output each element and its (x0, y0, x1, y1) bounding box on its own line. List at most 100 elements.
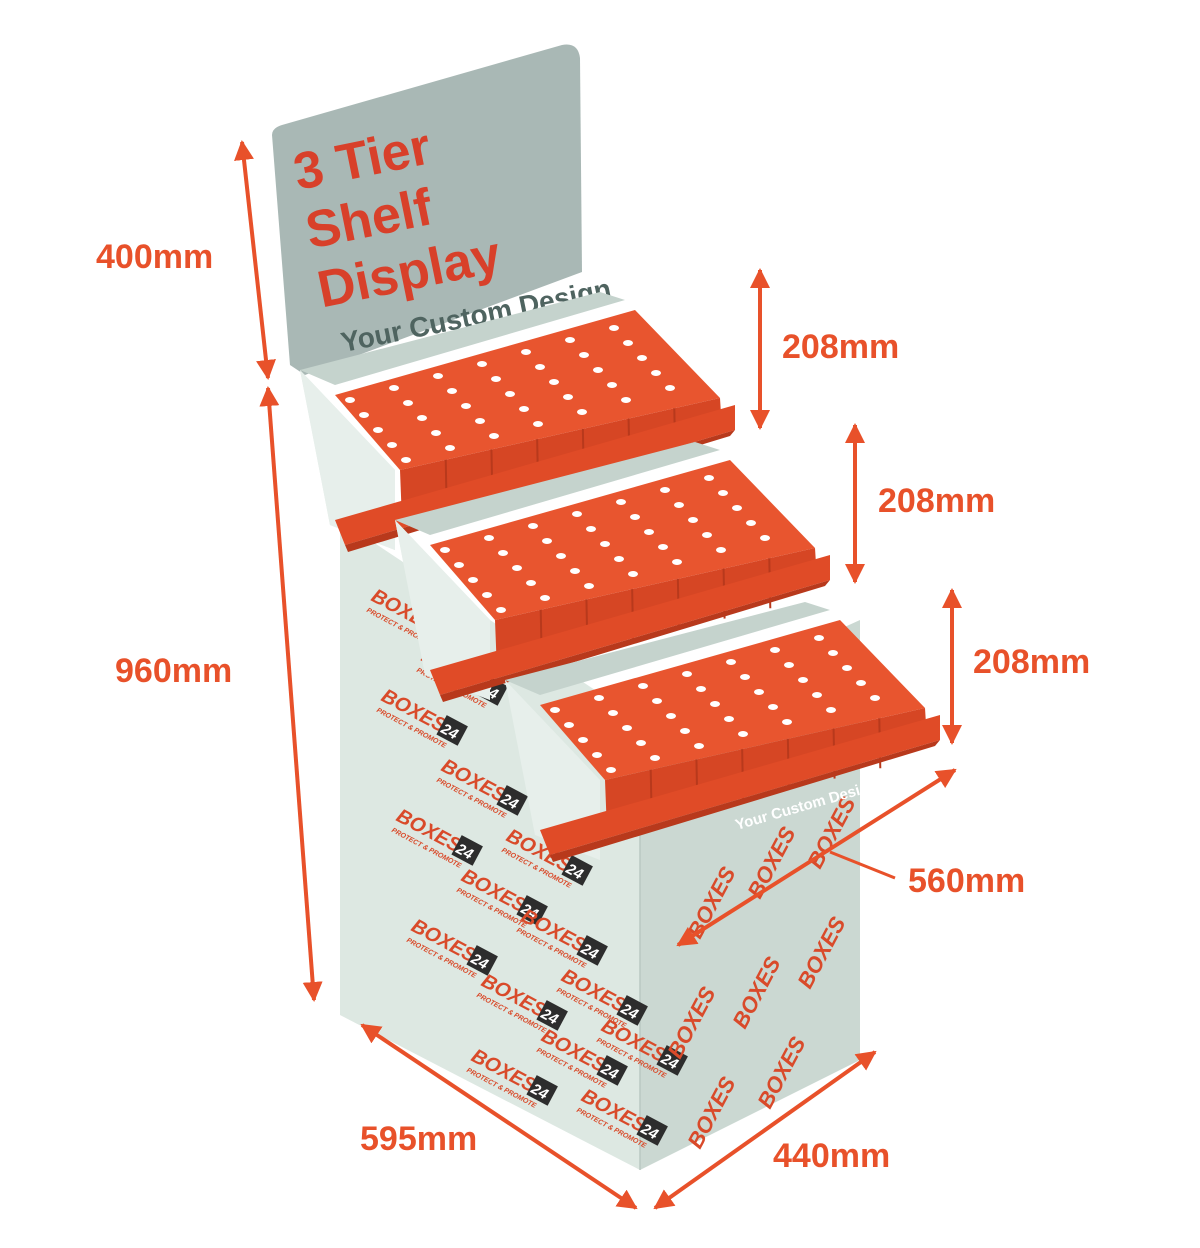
dim-label-header-height: 400mm (96, 238, 213, 276)
product-cap (468, 577, 478, 583)
tray-back-lip (300, 292, 625, 385)
product-cap (760, 535, 770, 541)
product-cap (726, 659, 736, 665)
product-cap (638, 683, 648, 689)
product-cap (540, 595, 550, 601)
product-cap (688, 517, 698, 523)
product-cap (578, 737, 588, 743)
product-cap (782, 719, 792, 725)
product-cap (732, 505, 742, 511)
product-cap (842, 665, 852, 671)
product-cap (550, 707, 560, 713)
brand-logo-box (436, 715, 468, 746)
dim-label-base-width: 595mm (360, 1120, 477, 1158)
product-cap (606, 767, 616, 773)
brand-logo-number: 24 (617, 1000, 641, 1024)
product-cap (521, 349, 531, 355)
brand-logo-number: 24 (452, 840, 476, 864)
dimension-lines (234, 140, 962, 1210)
product-cap (373, 427, 383, 433)
product-cap (565, 337, 575, 343)
product-cap (770, 647, 780, 653)
product-cap (710, 701, 720, 707)
product-cap (665, 385, 675, 391)
product-cap (359, 412, 369, 418)
brand-logo-box (496, 785, 528, 816)
brand-logo-box (616, 995, 648, 1026)
product-cap (651, 370, 661, 376)
dim-label-tray-depth: 560mm (908, 862, 1025, 900)
product-cap (584, 583, 594, 589)
tray-back-lip (395, 442, 720, 535)
product-cap (724, 716, 734, 722)
product-cap (586, 526, 596, 532)
product-cap (702, 532, 712, 538)
brand-logo-number: 24 (437, 720, 461, 744)
product-cap (716, 547, 726, 553)
brand-logo-number: 24 (517, 900, 541, 924)
product-cap (519, 406, 529, 412)
brand-logo-number: 24 (467, 950, 491, 974)
product-cap (482, 592, 492, 598)
tray-product-top (335, 310, 720, 470)
product-cap (570, 568, 580, 574)
product-cap (498, 550, 508, 556)
header-board: 3 Tier Shelf Display Your Custom Design (272, 44, 614, 376)
product-cap (768, 704, 778, 710)
product-cap (682, 671, 692, 677)
product-cap (652, 698, 662, 704)
product-cap (533, 421, 543, 427)
product-cap (401, 457, 411, 463)
dim-label-base-height: 960mm (115, 652, 232, 690)
product-cap (636, 740, 646, 746)
dim-line-base-height (259, 386, 323, 1002)
product-cap (630, 514, 640, 520)
product-cap (387, 442, 397, 448)
product-cap (475, 418, 485, 424)
product-cap (542, 538, 552, 544)
brand-logo-box (536, 1000, 568, 1031)
product-cap (461, 403, 471, 409)
dim-label-base-depth: 440mm (773, 1137, 890, 1175)
product-cap (856, 680, 866, 686)
product-cap (666, 713, 676, 719)
product-cap (549, 379, 559, 385)
tray-front-lip-edge (440, 580, 830, 702)
product-cap (622, 725, 632, 731)
product-cap (628, 571, 638, 577)
product-cap (718, 490, 728, 496)
product-cap (621, 397, 631, 403)
product-cap (593, 367, 603, 373)
product-cap (616, 499, 626, 505)
product-cap (812, 692, 822, 698)
product-cap (512, 565, 522, 571)
product-cap (496, 607, 506, 613)
tray-side-face (505, 680, 600, 860)
dim-line-header-height (234, 140, 276, 380)
product-cap (431, 430, 441, 436)
product-cap (694, 743, 704, 749)
brand-logo-box (516, 895, 548, 926)
dimension-labels: 400mm 960mm 208mm 208mm 208mm 560mm 595m… (96, 238, 1090, 1175)
dim-label-tier-3: 208mm (973, 643, 1090, 681)
brand-logo-number: 24 (577, 940, 601, 964)
product-cap (535, 364, 545, 370)
brand-logo-number: 24 (562, 860, 586, 884)
product-cap (556, 553, 566, 559)
product-cap (563, 394, 573, 400)
product-cap (433, 373, 443, 379)
tray-back-lip (505, 602, 830, 695)
product-cap (345, 397, 355, 403)
product-cap (417, 415, 427, 421)
product-cap (577, 409, 587, 415)
product-cap (658, 544, 668, 550)
product-cap (650, 755, 660, 761)
product-cap (592, 752, 602, 758)
product-cap (704, 475, 714, 481)
product-cap (696, 686, 706, 692)
product-cap (674, 502, 684, 508)
brand-logo-number: 24 (537, 1005, 561, 1029)
product-cap (572, 511, 582, 517)
tray-product-top (430, 460, 815, 620)
